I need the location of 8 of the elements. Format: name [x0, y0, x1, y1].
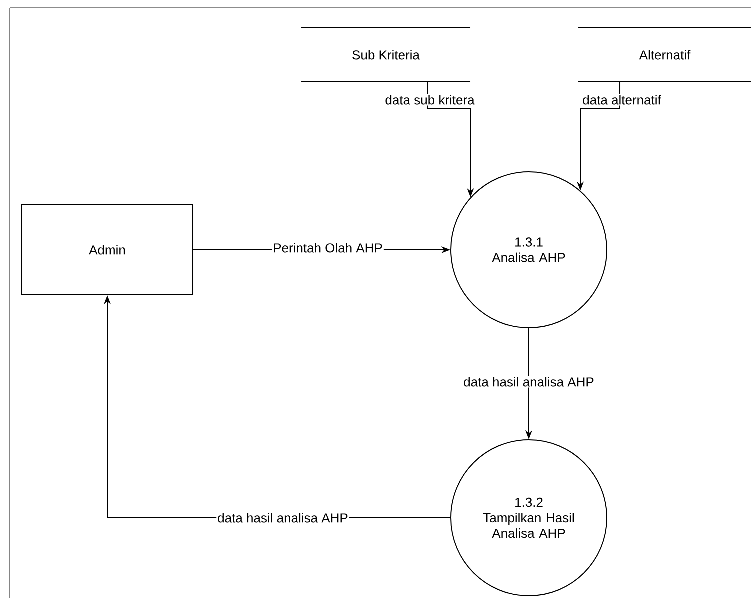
entity-box: Admin — [22, 204, 194, 296]
data-store: Sub Kriteria — [301, 28, 471, 82]
edge-label: data alternatif — [582, 94, 662, 106]
edge-label: data sub kritera — [384, 94, 476, 106]
data-store: Alternatif — [578, 28, 751, 82]
edge-label: data hasil analisa AHP — [216, 512, 350, 524]
edge-label: Perintah Olah AHP — [272, 242, 384, 254]
edge-label: data hasil analisa AHP — [462, 376, 596, 388]
